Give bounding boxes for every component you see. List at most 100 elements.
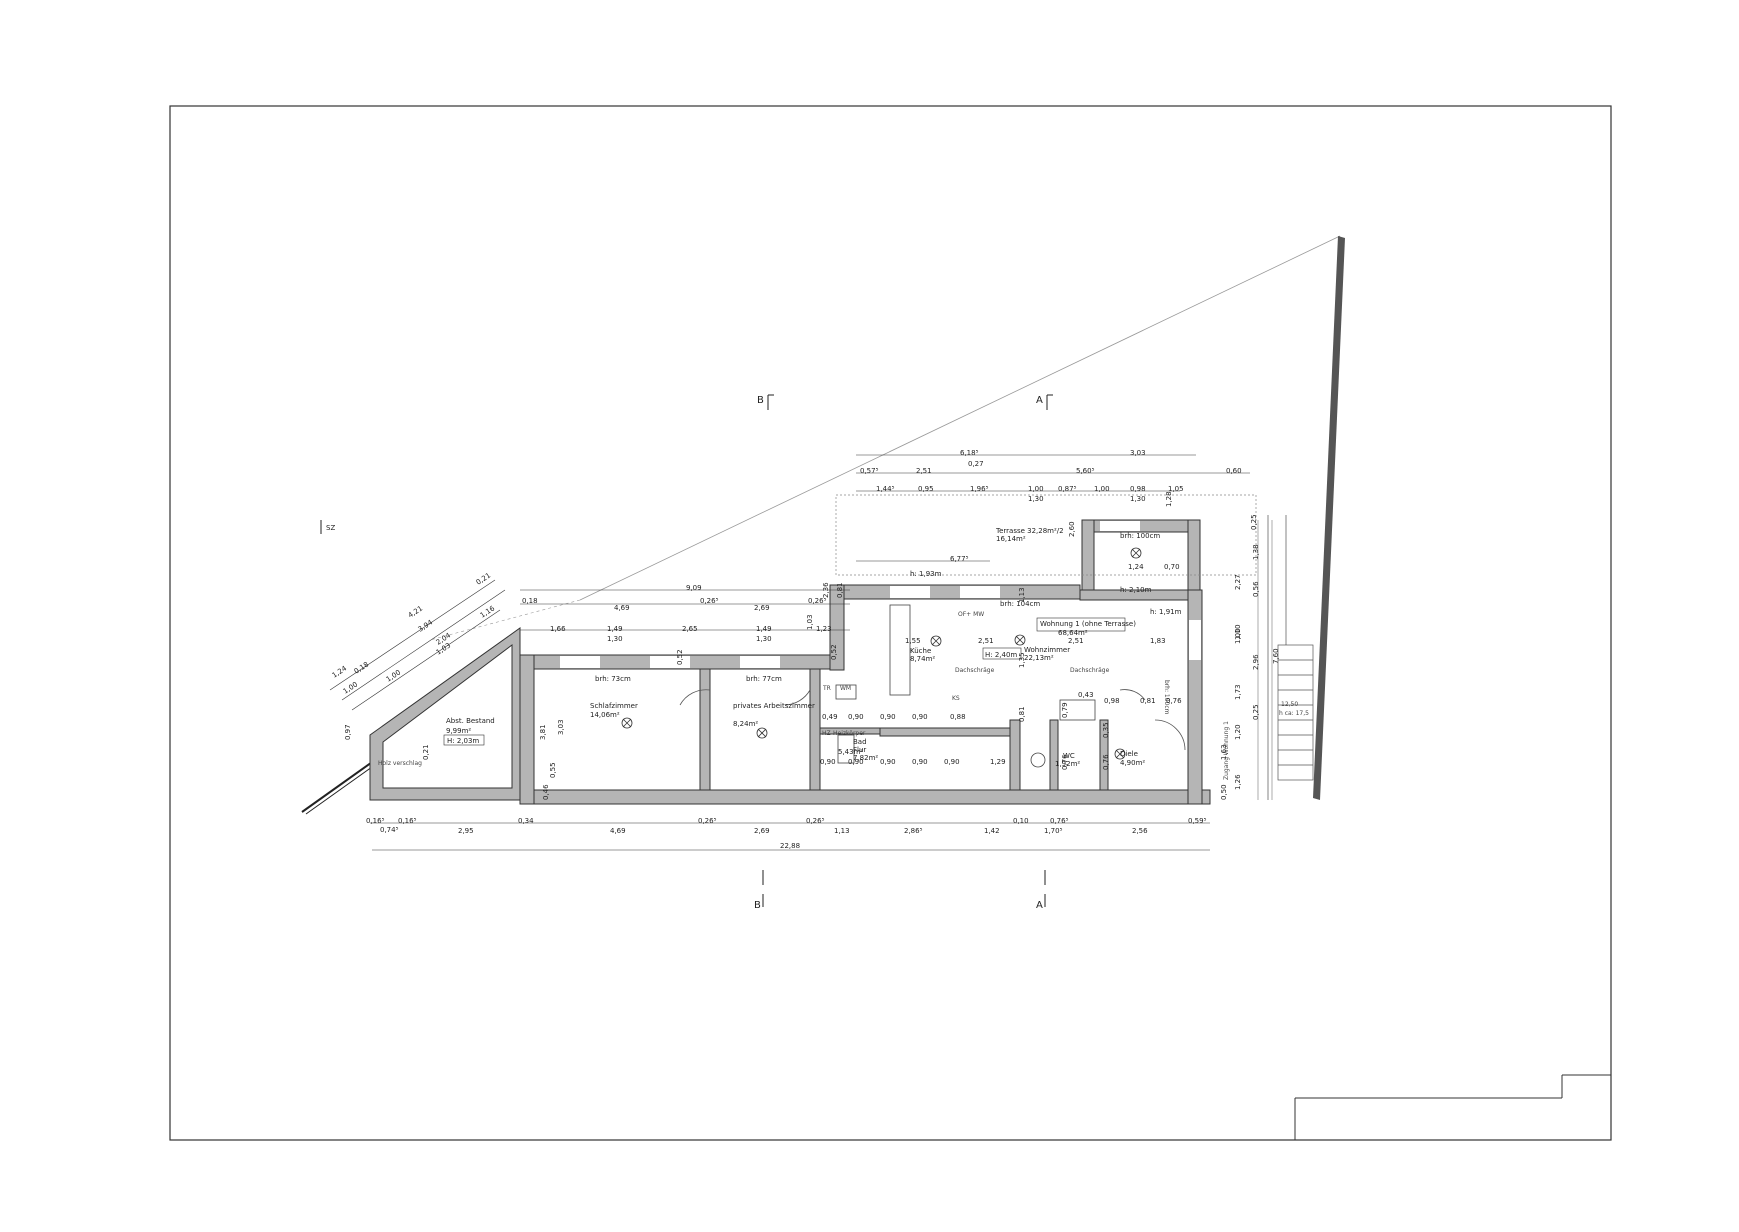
ground-line-left [301,759,380,815]
room-wohn-h: H: 2,40m [985,651,1017,659]
dim-left-diag-7: 1,24 [331,664,349,679]
dim-flur-2: 0,90 [880,713,896,721]
dim-mid-4: 2,60 [1068,521,1076,537]
dim-bottom-8: 0,26⁵ [806,817,825,825]
dim-total: 22,88 [780,842,800,850]
room-abst-name: Abst. Bestand [446,717,495,725]
room-abst-height-box [443,734,485,746]
dim-terr3-3: 1,00 [1028,485,1044,493]
dim-top-inner-3: 2,65 [682,625,698,633]
room-wohn-name: Wohnzimmer [1024,646,1070,654]
dim-left-side-6: 0,52 [676,649,684,665]
dim-top-2: 0,26⁵ [700,597,719,605]
dim-wc-3: 0,76 [1166,697,1182,705]
dim-terr3-6: 1,00 [1094,485,1110,493]
dim-right-7: 1,20 [1234,724,1242,740]
dim-flur-9: 0,90 [820,758,836,766]
dim-top-inner-4: 1,49 [756,625,772,633]
dim-wc-7: 0,79 [1061,702,1069,718]
dim-terr3-8: 1,30 [1130,495,1146,503]
section-a-top: A [1036,395,1043,406]
dim-bottom-0: 0,16⁵ [366,817,385,825]
label-stairs: 12,50 [1281,701,1298,708]
section-sz: SZ [326,524,335,532]
room-kueche-h: h: 1,93m [910,570,942,578]
room-wohn-area: 22,13m² [1024,654,1054,662]
apartment-area: 68,64m² [1058,629,1088,637]
dim-left-diag-6: 0,18 [353,660,370,675]
terrace-outline [835,494,1273,800]
dim-kitchen-6: 0,81 [1018,706,1026,722]
fixtures [835,604,1096,768]
dim-right-5: 2,96 [1252,654,1260,670]
dim-terr2-2: 5,60⁵ [1076,467,1095,475]
dim-kitchen-3: 1,83 [1150,637,1166,645]
room-abst-area: 9,99m² [446,727,471,735]
dim-bottom-9: 1,13 [834,827,850,835]
dim-flur-1: 0,90 [848,713,864,721]
label-ks: KS [952,695,960,702]
apartment-box [1036,617,1126,632]
dim-kitchen-4: 1,13 [1018,587,1026,603]
dim-top-inner-2: 1,30 [607,635,623,643]
dim-left-diag-1: 3,94 [417,618,435,633]
dim-bottom-15: 2,56 [1132,827,1148,835]
dim-terr-0: 6,18⁵ [960,449,979,457]
dim-terr3-7: 0,98 [1130,485,1146,493]
dim-right-4: 1,10 [1234,624,1242,640]
dim-right-8: 0,25 [1252,704,1260,720]
room-oben-brh: brh: 100cm [1120,532,1160,540]
dim-kitchen-5: 1,35 [1018,652,1026,668]
label-eingang: Zugang Wohnung 1 [1223,721,1230,780]
dim-left-side-9: 2,36 [822,582,830,598]
dim-top-inner-5: 1,30 [756,635,772,643]
room-wc-name: WC [1063,752,1075,760]
dim-right-10: 1,26 [1234,774,1242,790]
dim-terr3-1: 0,95 [918,485,934,493]
dim-bottom-3: 2,95 [458,827,474,835]
dim-top-1: 4,69 [614,604,630,612]
room-abst-height: H: 2,03m [447,737,479,745]
room-holz: Holz verschlag [378,760,422,767]
room-wohn-brh: brh: 104cm [1000,600,1040,608]
label-stairs-height: h ca: 17,5 [1279,710,1309,717]
room-schlaf-name: Schlafzimmer [590,702,638,710]
title-block [1294,1074,1611,1140]
room-schlaf-brh: brh: 73cm [595,675,631,683]
dim-bottom-7: 2,69 [754,827,770,835]
dim-left-diag-0: 4,21 [407,604,424,619]
dim-terr3-5: 0,87⁵ [1058,485,1077,493]
dim-terr3-9: 1,05 [1168,485,1184,493]
dim-terr3-4: 1,30 [1028,495,1044,503]
dim-wc-2: 0,81 [1140,697,1156,705]
label-hz: HZ [822,730,831,737]
dim-right-0: 2,27 [1234,574,1242,590]
dim-left-side-2: 3,03 [557,719,565,735]
room-side-h: h: 1,91m [1150,608,1182,616]
dim-left-side-7: 1,03 [806,614,814,630]
dim-bottom-4: 0,34 [518,817,534,825]
room-wc-area: 1,92m² [1055,760,1080,768]
room-arbeit-area: 8,24m² [733,720,758,728]
room-diele-name: Diele [1120,750,1138,758]
dim-right-12: 7,60 [1272,648,1280,664]
dim-flur-0: 0,49 [822,713,838,721]
dim-left-side-10: 0,52 [830,644,838,660]
window-openings [560,521,1201,668]
label-dachschraege-2: Dachschräge [1070,667,1110,674]
light-symbols [621,547,1142,760]
dim-left-diag-9: 1,16 [479,604,497,619]
dim-top-4: 0,26⁵ [808,597,827,605]
room-terrasse-area: 16,14m² [996,535,1026,543]
label-tr: TR [822,685,831,692]
dim-top-inner-0: 1,66 [550,625,566,633]
room-flur-name: Flur [853,746,866,754]
dim-flur-4: 0,90 [848,758,864,766]
dim-bottom-14: 0,76⁵ [1050,817,1069,825]
dim-mid-2: 0,70 [1164,563,1180,571]
dim-left-side-4: 0,46 [542,784,550,800]
dim-right-9: 1,63 [1220,744,1228,760]
dim-right-11: 0,50 [1220,784,1228,800]
section-markers [320,394,1053,907]
